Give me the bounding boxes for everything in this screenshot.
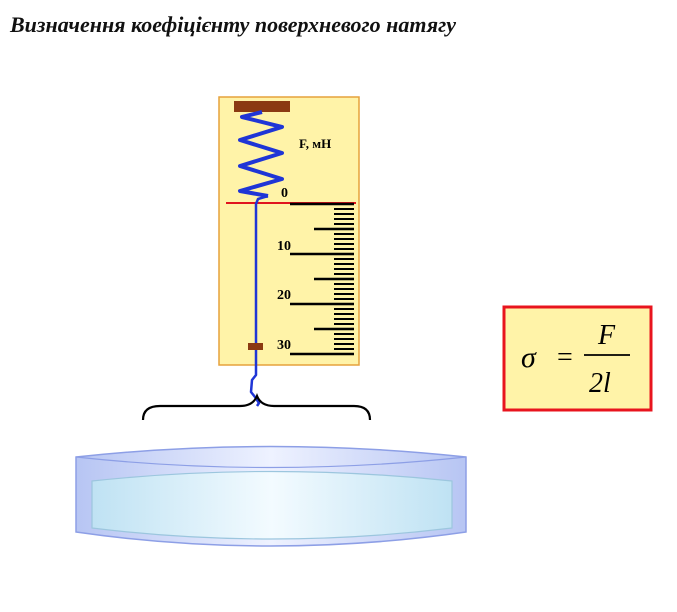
hanging-wire: [249, 194, 269, 407]
page-title: Визначення коефіцієнту поверхневого натя…: [10, 12, 456, 37]
dish-rim: [75, 456, 467, 469]
force-unit-label: F, мН: [299, 136, 331, 151]
spring-mount-cap: [234, 101, 290, 112]
formula-numerator: F: [597, 320, 616, 351]
spring: [238, 110, 284, 198]
water-surface: [91, 470, 453, 540]
water-dish: [75, 445, 467, 547]
pointer-indicator: [248, 343, 263, 350]
wire-frame-brace: [141, 393, 372, 421]
formula-frame: [502, 305, 653, 412]
formula-sigma: σ: [521, 341, 537, 374]
force-scale: [290, 202, 354, 356]
scale-label-10: 10: [277, 239, 291, 254]
scale-label-30: 30: [277, 338, 291, 353]
scale-label-20: 20: [277, 288, 291, 303]
formula-equals: =: [557, 342, 573, 373]
scale-label-0: 0: [281, 186, 288, 201]
formula-box: σ = F 2l: [502, 305, 653, 412]
formula-denominator: 2l: [589, 368, 611, 399]
